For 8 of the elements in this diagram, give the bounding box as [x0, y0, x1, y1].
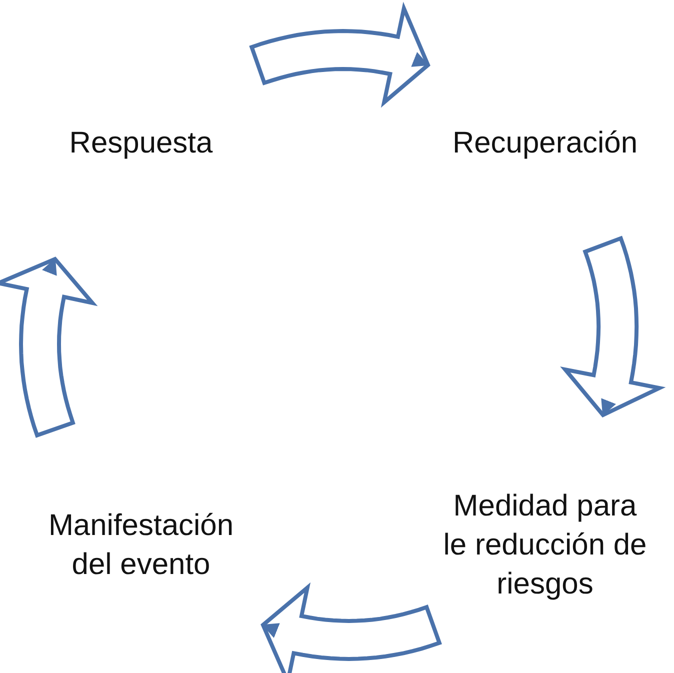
block-arrow	[260, 582, 442, 673]
stage-text: Manifestación del evento	[34, 454, 248, 636]
stage-text: Medidad para le reducción de riesgos	[438, 434, 652, 656]
stage-text: Recuperación	[425, 72, 665, 214]
block-arrow	[560, 236, 666, 418]
block-arrow	[250, 2, 430, 108]
block-arrow	[0, 256, 98, 438]
stage-text: Respuesta	[31, 72, 251, 214]
